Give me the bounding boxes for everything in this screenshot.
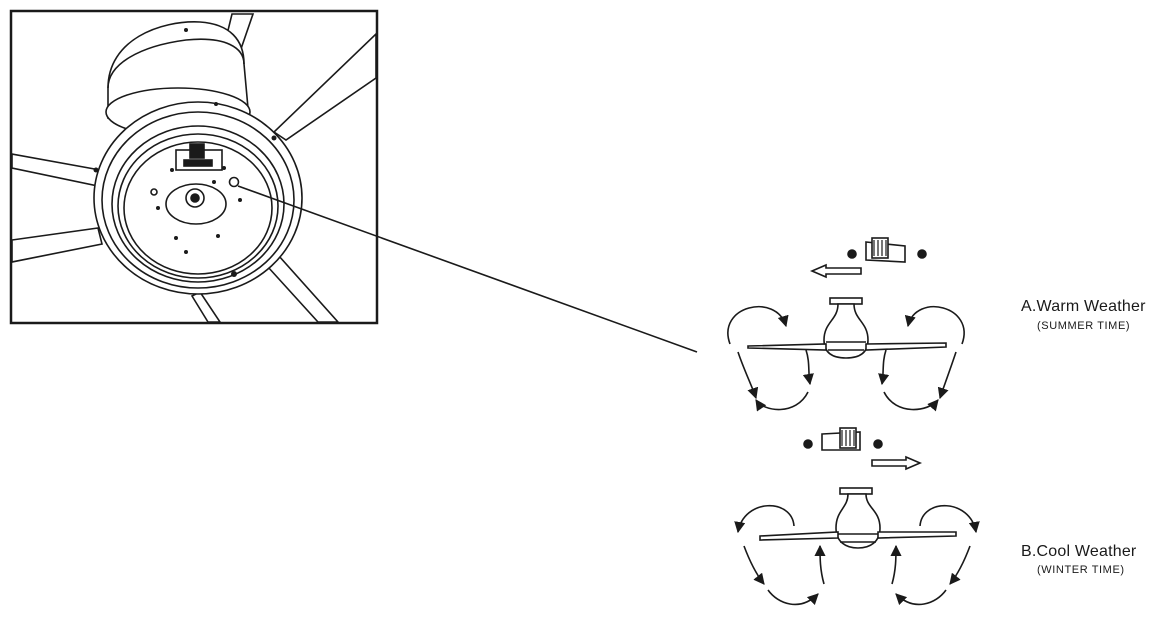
warm-fan bbox=[747, 297, 947, 359]
cool-switch-arrow bbox=[871, 455, 923, 471]
warm-weather-title: A.Warm Weather bbox=[1021, 298, 1146, 315]
cool-airflow-arrows bbox=[734, 504, 980, 606]
cool-fan bbox=[759, 487, 957, 549]
inset-screws bbox=[93, 28, 277, 277]
warm-airflow-arrows bbox=[727, 305, 965, 412]
warm-switch-icon bbox=[847, 237, 927, 263]
inset-panel bbox=[9, 9, 379, 325]
cool-weather-subtitle: (WINTER TIME) bbox=[1037, 564, 1125, 576]
warm-switch-arrow bbox=[809, 263, 862, 279]
inset-direction-switch bbox=[175, 143, 223, 171]
inset-hub bbox=[150, 176, 240, 225]
mode-warm bbox=[727, 237, 965, 412]
cool-switch-icon bbox=[803, 427, 883, 451]
cool-weather-title: B.Cool Weather bbox=[1021, 543, 1137, 560]
mode-cool bbox=[734, 427, 980, 606]
leader-line bbox=[237, 185, 698, 353]
warm-weather-subtitle: (SUMMER TIME) bbox=[1037, 320, 1131, 332]
